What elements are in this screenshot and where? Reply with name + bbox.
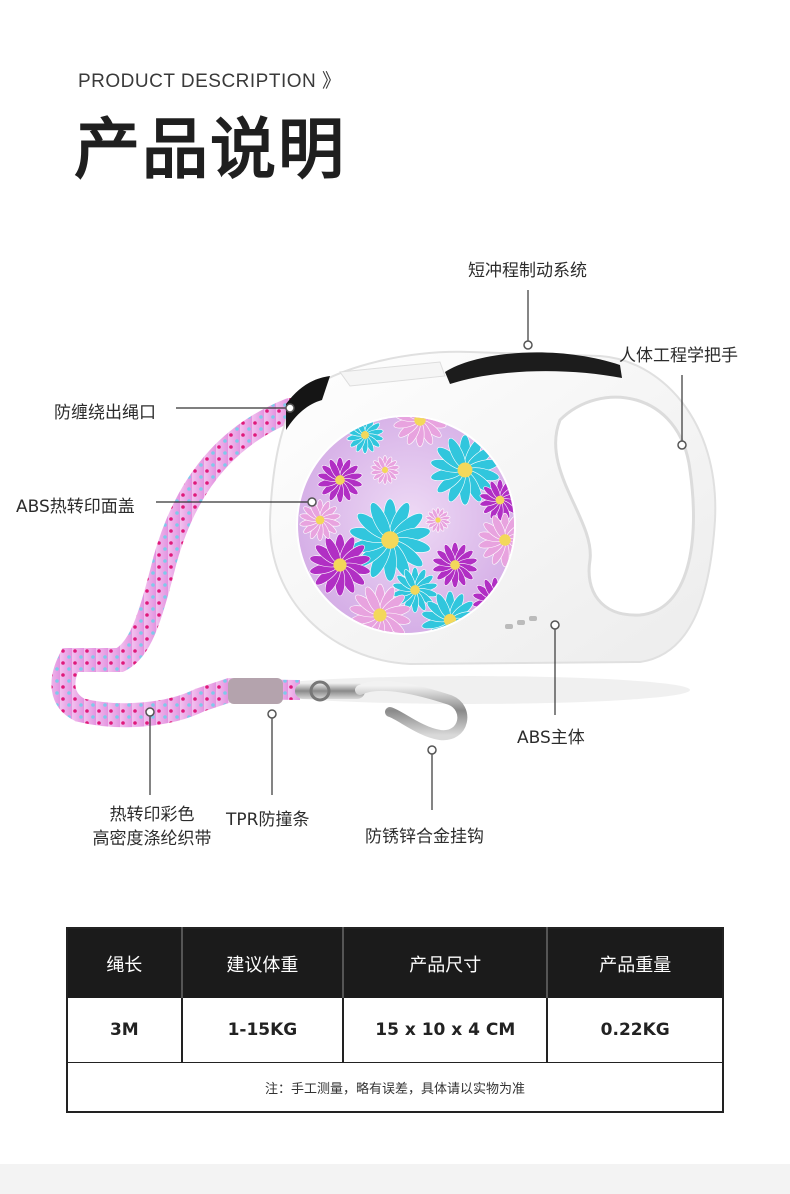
label-anti-tangle-outlet: 防缠绕出绳口 — [54, 403, 156, 423]
cell-dimensions: 15 x 10 x 4 CM — [343, 998, 549, 1063]
flower-print — [346, 417, 384, 454]
label-webbing-line2: 高密度涤纶织带 — [92, 829, 212, 849]
flower-print — [299, 499, 341, 541]
cell-rope-length: 3M — [67, 998, 183, 1063]
flower-print — [479, 479, 514, 521]
printed-cover — [296, 415, 516, 635]
flower-print — [370, 455, 400, 485]
label-webbing: 热转印彩色 高密度涤纶织带 — [82, 803, 222, 851]
header-weight-range: 建议体重 — [181, 928, 345, 998]
callout-dots — [145, 340, 687, 755]
flower-print — [317, 457, 363, 503]
metal-hook — [295, 680, 468, 741]
label-brake-system: 短冲程制动系统 — [468, 261, 587, 281]
tpr-sleeve — [228, 678, 283, 704]
flower-print — [432, 542, 478, 588]
label-webbing-line1: 热转印彩色 — [109, 805, 195, 825]
label-abs-cover: ABS热转印面盖 — [16, 497, 135, 517]
bottom-strip — [0, 1164, 790, 1194]
cell-product-weight: 0.22KG — [547, 998, 723, 1063]
leash-strap — [51, 398, 302, 728]
spec-table: 绳长 建议体重 产品尺寸 产品重量 3M 1-15KG 15 x 10 x 4 … — [66, 927, 724, 1113]
flower-print — [425, 507, 451, 533]
flower-print — [430, 434, 500, 506]
spec-note-row: 注：手工测量，略有误差，具体请以实物为准 — [67, 1063, 723, 1113]
flower-print — [349, 498, 431, 582]
measurement-note: 注：手工测量，略有误差，具体请以实物为准 — [264, 1081, 525, 1097]
cell-weight-range: 1-15KG — [181, 998, 345, 1063]
flower-print — [393, 417, 447, 448]
spec-header-row: 绳长 建议体重 产品尺寸 产品重量 — [67, 928, 723, 998]
page-title: 产品说明 — [74, 111, 346, 188]
callout-lines — [149, 290, 683, 810]
label-ergonomic-handle: 人体工程学把手 — [619, 346, 738, 366]
product-illustration — [51, 290, 717, 810]
section-subtitle: PRODUCT DESCRIPTION 》 — [78, 71, 342, 92]
spec-value-row: 3M 1-15KG 15 x 10 x 4 CM 0.22KG — [67, 998, 723, 1063]
header-dimensions: 产品尺寸 — [343, 928, 549, 998]
flower-print — [478, 512, 514, 568]
header-product-weight: 产品重量 — [547, 928, 723, 998]
label-abs-body: ABS主体 — [517, 728, 585, 748]
label-zinc-hook: 防锈锌合金挂钩 — [365, 827, 484, 847]
label-tpr-bumper: TPR防撞条 — [226, 810, 310, 830]
flower-print — [309, 533, 371, 597]
header-rope-length: 绳长 — [67, 928, 183, 998]
